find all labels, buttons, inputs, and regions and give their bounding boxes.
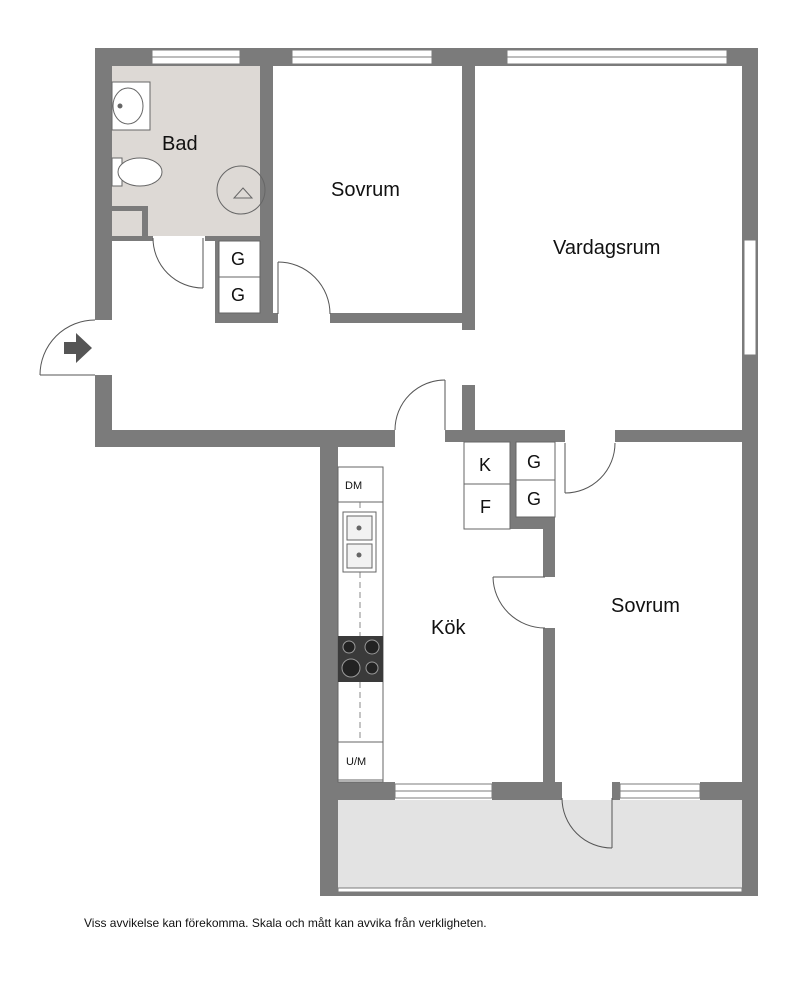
dishwasher-box <box>337 466 384 503</box>
window-lines <box>152 56 727 792</box>
closet-hall-2 <box>218 276 261 314</box>
appliance-label-oven: U/M <box>346 756 366 768</box>
closet-label-hall-2: G <box>231 285 245 305</box>
closet-label-hall-1: G <box>231 249 245 269</box>
windows <box>151 49 757 893</box>
room-label-kok: Kök <box>431 617 466 639</box>
room-label-sovrum-top: Sovrum <box>331 179 400 201</box>
closet-label-mid-2: G <box>527 489 541 509</box>
room-label-sovrum-bottom: Sovrum <box>611 595 680 617</box>
closet-label-kitchen-f: F <box>480 497 491 517</box>
closet-mid-2 <box>515 479 556 518</box>
balcony-floor <box>338 800 742 888</box>
closet-label-kitchen-k: K <box>479 455 491 475</box>
disclaimer-text: Viss avvikelse kan förekomma. Skala och … <box>84 916 487 930</box>
oven-box <box>337 741 384 781</box>
closet-kitchen-f <box>463 483 511 530</box>
room-label-vardagsrum: Vardagsrum <box>553 237 660 259</box>
door-swings <box>39 237 616 849</box>
shower-drain-icon <box>216 165 266 215</box>
appliance-label-dishwasher: DM <box>345 480 362 492</box>
closet-label-mid-1: G <box>527 452 541 472</box>
room-label-bad: Bad <box>162 133 198 155</box>
toilet-icon <box>117 157 163 187</box>
entrance-arrow-icon <box>64 333 92 363</box>
closet-hall-1 <box>218 240 261 278</box>
closet-mid-1 <box>515 441 556 481</box>
closet-kitchen-k <box>463 441 511 485</box>
